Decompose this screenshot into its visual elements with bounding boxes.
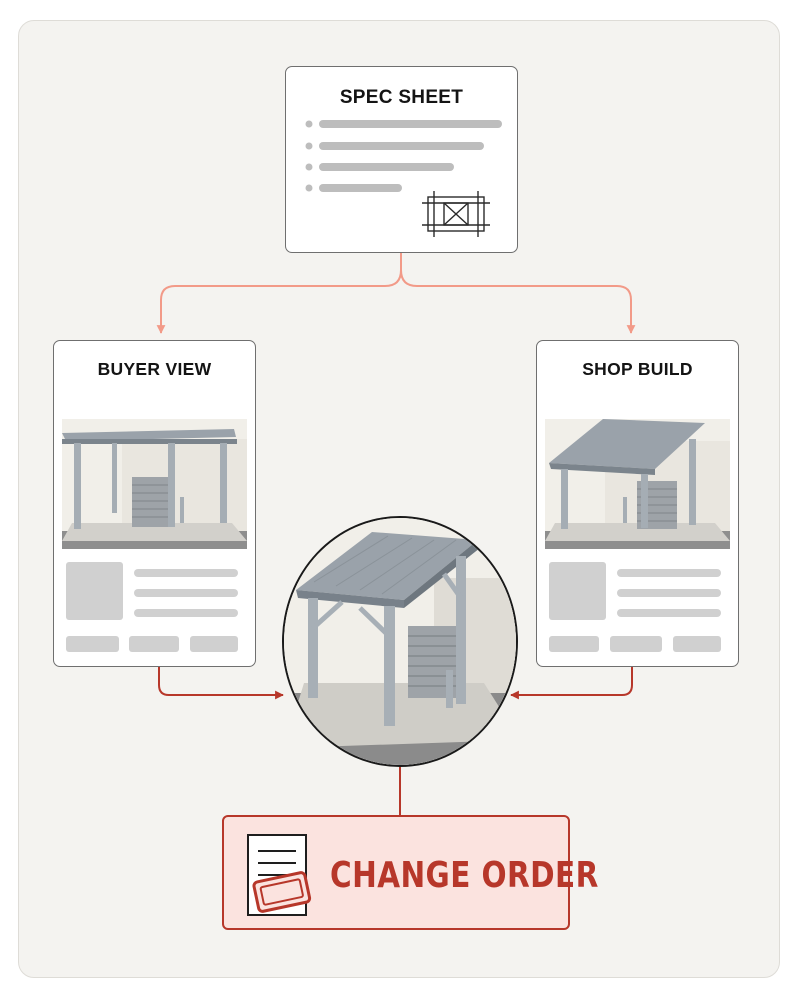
buyer-view-card: BUYER VIEW <box>53 340 256 667</box>
arrow-buyer-to-hero <box>158 667 284 700</box>
cad-drawing-icon <box>422 191 490 237</box>
arrow-spec-to-shop <box>400 269 636 334</box>
spec-sheet-title: SPEC SHEET <box>339 87 464 108</box>
change-order-label: CHANGE ORDER <box>330 855 599 896</box>
buyer-view-title: BUYER VIEW <box>97 359 212 379</box>
shop-canopy-photo <box>545 419 730 549</box>
buyer-canopy-photo <box>62 419 247 549</box>
shop-build-placeholder-content <box>549 562 721 652</box>
arrow-spec-to-buyer <box>156 253 402 334</box>
change-order-box: CHANGE ORDER <box>222 815 598 930</box>
change-order-document-icon <box>247 834 312 916</box>
buyer-view-placeholder-content <box>66 562 238 652</box>
shop-build-card: SHOP BUILD <box>536 340 739 667</box>
spec-sheet-card: SPEC SHEET <box>285 66 518 253</box>
shop-build-title: SHOP BUILD <box>582 359 693 379</box>
arrow-shop-to-hero <box>510 667 633 700</box>
reconciled-canopy-photo <box>282 516 518 767</box>
spec-sheet-lines <box>305 120 502 192</box>
